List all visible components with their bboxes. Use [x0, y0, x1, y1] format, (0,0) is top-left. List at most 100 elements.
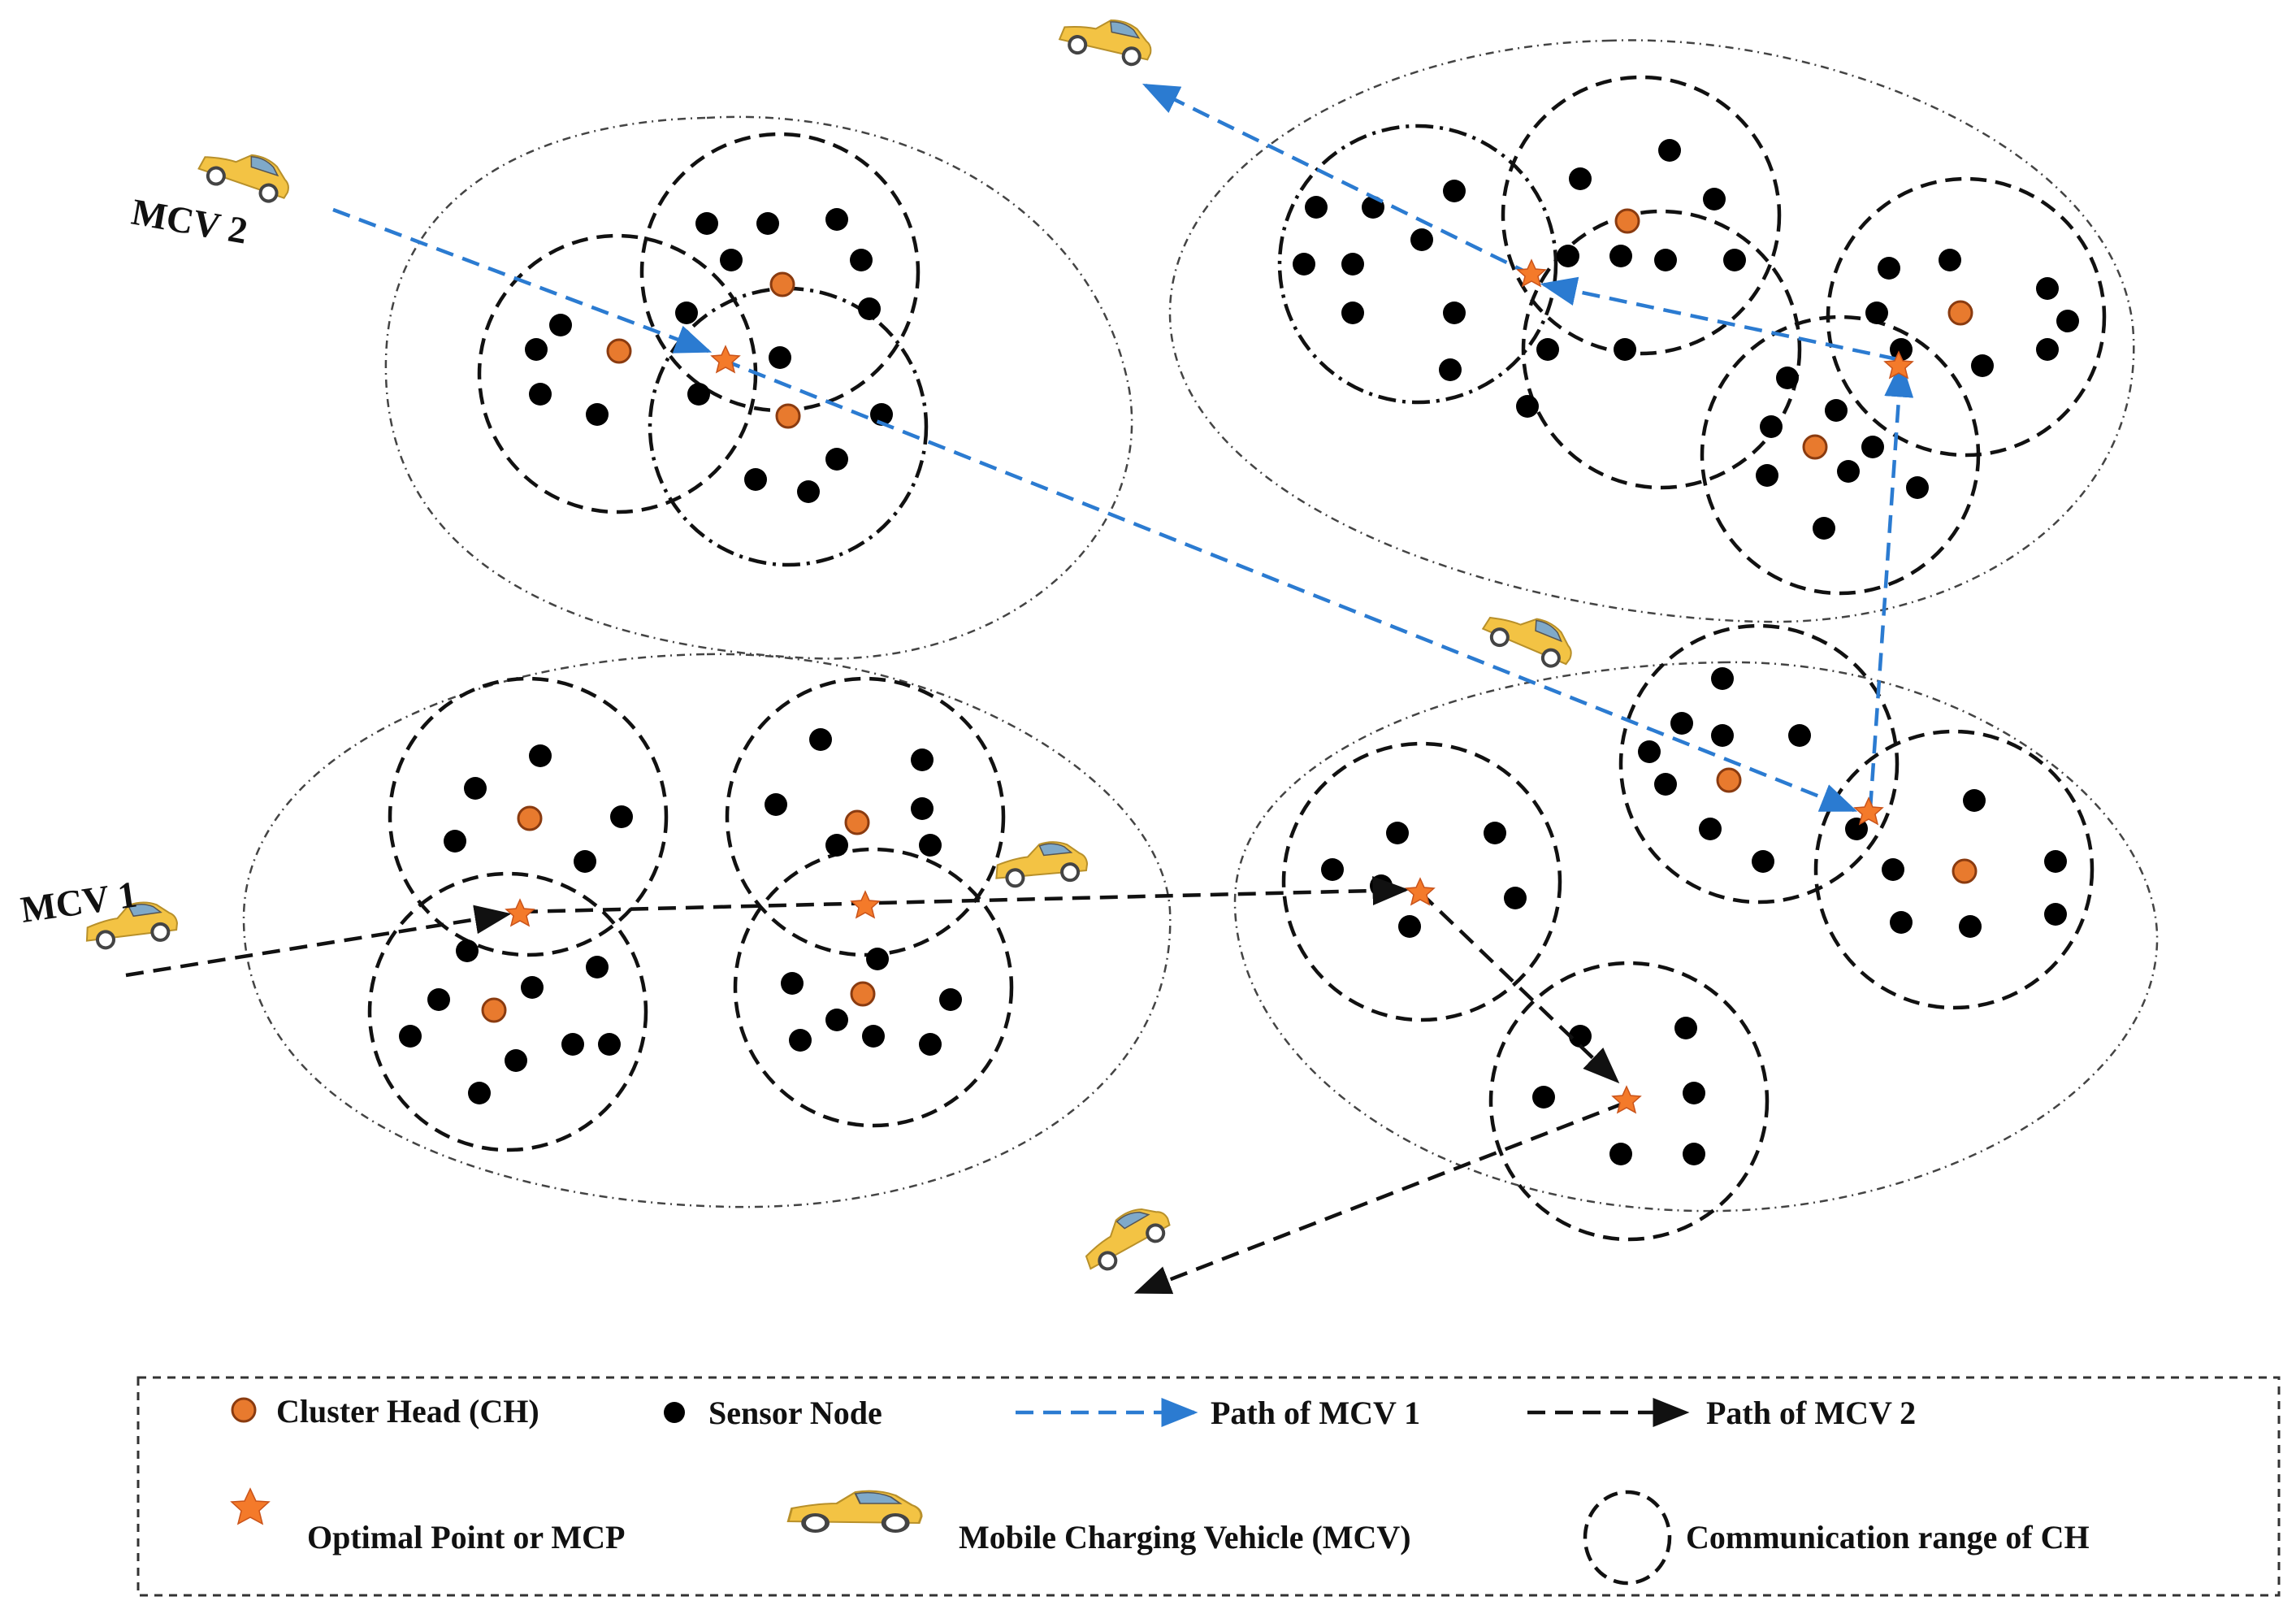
sensor-node: [1439, 358, 1462, 381]
legend-sensor-node-label: Sensor Node: [708, 1395, 882, 1431]
path-segment: [722, 358, 1858, 813]
sensor-node: [769, 346, 791, 369]
sensor-node: [549, 314, 572, 336]
sensor-node: [919, 1033, 942, 1056]
cluster-head: [1952, 858, 1978, 884]
label-mcv2: MCV 2: [128, 191, 250, 252]
sensor-node: [1658, 139, 1681, 162]
ch-range: [1813, 729, 2095, 1010]
sensor-node: [1674, 1017, 1697, 1039]
optimal-point-star: [710, 345, 741, 374]
sensor-node: [1711, 667, 1734, 690]
sensor-node: [1723, 249, 1746, 271]
ch-range: [733, 847, 1014, 1128]
sensor-node: [939, 988, 962, 1011]
sensor-node: [525, 338, 548, 361]
cluster-head: [775, 403, 801, 429]
path-segment: [1133, 1100, 1626, 1295]
sensor-node: [529, 744, 552, 767]
sensor-node: [529, 383, 552, 406]
cluster-head: [517, 805, 543, 831]
cluster-head: [1802, 434, 1828, 460]
mcv-car-icon: [1073, 1195, 1177, 1279]
sensor-node: [586, 956, 609, 978]
ch-range: [1618, 623, 1900, 905]
legend-comm-range-label: Communication range of CH: [1686, 1519, 2090, 1555]
cluster-boundary-top-left: [384, 115, 1133, 660]
sensor-node: [610, 805, 633, 828]
sensor-node: [911, 797, 934, 820]
sensor-node: [427, 988, 450, 1011]
sensor-node: [744, 468, 767, 491]
optimal-point-star: [505, 898, 535, 927]
ch-ranges-dashdot: [648, 124, 1558, 567]
sensor-node: [1837, 460, 1860, 483]
sensor-node: [2044, 850, 2067, 873]
sensor-node: [468, 1082, 491, 1104]
legend-path-mcv2-label: Path of MCV 2: [1706, 1395, 1916, 1431]
ch-range: [367, 871, 648, 1152]
sensor-node: [825, 448, 848, 471]
ch-range: [1700, 315, 1981, 596]
ch-range: [1501, 75, 1782, 356]
path-segment: [519, 876, 1410, 914]
legend-comm-range-icon: [1583, 1490, 1672, 1586]
sensor-node: [1386, 822, 1409, 844]
sensor-node: [2036, 338, 2059, 361]
sensor-node: [870, 403, 893, 426]
path-segment: [1142, 83, 1532, 277]
path-segment: [125, 905, 512, 978]
sensor-node: [2036, 277, 2059, 300]
sensor-node: [1906, 476, 1929, 499]
path-segment: [1419, 891, 1620, 1084]
legend-mcv-car-icon: [788, 1491, 921, 1531]
sensor-node: [2056, 310, 2079, 332]
sensor-node: [399, 1025, 422, 1048]
mcv-path-blue: [332, 83, 1914, 813]
optimal-point-star: [1853, 796, 1884, 826]
sensor-nodes: [399, 139, 2079, 1165]
mcv-car-icon: [991, 836, 1090, 890]
sensor-node: [862, 1025, 885, 1048]
sensor-node: [1825, 399, 1848, 422]
mcv-car-icon: [193, 138, 297, 208]
optimal-points: [505, 258, 1914, 1114]
sensor-node: [1341, 253, 1364, 276]
sensor-node: [1878, 257, 1900, 280]
optimal-point-star: [1883, 350, 1914, 380]
sensor-node: [1890, 911, 1913, 934]
sensor-node: [866, 948, 889, 970]
sensor-node: [695, 212, 718, 235]
sensor-node: [809, 728, 832, 751]
sensor-node: [1760, 415, 1783, 438]
sensor-node: [720, 249, 743, 271]
sensor-node: [1865, 302, 1888, 324]
sensor-node: [1557, 245, 1579, 267]
ch-range: [725, 676, 1006, 957]
sensor-node: [1939, 249, 1961, 271]
cluster-boundaries: [242, 39, 2159, 1213]
cluster-boundary-top-right: [1168, 39, 2135, 623]
sensor-node: [1776, 367, 1799, 389]
sensor-node: [1959, 915, 1982, 938]
sensor-node: [1305, 196, 1328, 219]
sensor-node: [797, 480, 820, 503]
ch-range: [1281, 741, 1562, 1022]
mcv-car-icon: [1477, 599, 1582, 675]
cluster-head: [481, 997, 507, 1023]
sensor-node: [858, 297, 881, 320]
cluster-head: [1716, 767, 1742, 793]
path-segment: [1540, 276, 1898, 362]
cluster-head: [844, 809, 870, 835]
legend-cluster-head-icon: [231, 1397, 257, 1423]
sensor-node: [1703, 188, 1726, 210]
sensor-node: [781, 972, 804, 995]
ch-ranges: [367, 75, 2107, 1242]
sensor-node: [1569, 167, 1592, 190]
sensor-node: [1683, 1082, 1705, 1104]
sensor-node: [1569, 1025, 1592, 1048]
sensor-node: [825, 834, 848, 857]
sensor-node: [1609, 245, 1632, 267]
sensor-node: [1788, 724, 1811, 747]
